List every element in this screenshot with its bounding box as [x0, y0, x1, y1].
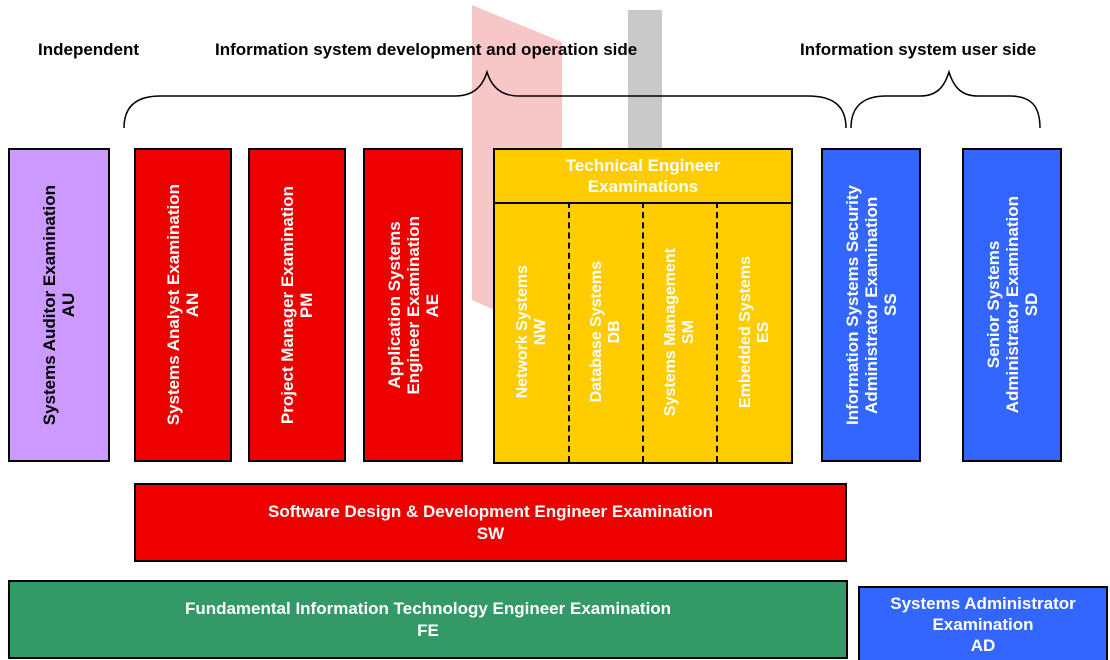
exam-sd-line1: Senior Systems	[983, 241, 1003, 369]
exam-sm-name: Systems Management	[662, 247, 679, 417]
exam-db-name: Database Systems	[588, 261, 605, 403]
exam-es-lane: Embedded Systems ES	[718, 202, 791, 462]
exam-sw-box: Software Design & Development Engineer E…	[134, 483, 847, 562]
exam-ss-line2: Administrator Examination	[861, 196, 881, 414]
exam-an-name: Systems Analyst Examination	[164, 184, 183, 426]
exam-au-code: AU	[59, 292, 78, 318]
exam-sd-box: Senior Systems Administrator Examination…	[962, 148, 1062, 462]
exam-ad-code: AD	[970, 635, 996, 655]
exam-pm-name: Project Manager Examination	[278, 185, 297, 425]
exam-ae-code: AE	[422, 293, 442, 317]
exam-sw-code: SW	[476, 523, 505, 543]
divider-1	[568, 202, 570, 462]
exam-ae-line2: Engineer Examination	[403, 215, 423, 395]
exam-db-lane: Database Systems DB	[570, 202, 642, 462]
exam-fe-box: Fundamental Information Technology Engin…	[8, 580, 848, 659]
brace-dev-ops	[123, 69, 847, 129]
header-independent: Independent	[38, 40, 140, 59]
exam-sd-code: SD	[1021, 293, 1041, 317]
technical-engineer-title: Technical Engineer Examinations	[495, 150, 791, 204]
exam-nw-code: NW	[531, 318, 549, 346]
exam-sm-code: SM	[680, 320, 697, 344]
exam-db-code: DB	[606, 320, 623, 344]
exam-nw-lane: Network Systems NW	[495, 202, 568, 462]
exam-sm-lane: Systems Management SM	[644, 202, 716, 462]
divider-3	[716, 202, 718, 462]
exam-ss-code: SS	[880, 293, 900, 317]
exam-ad-box: Systems Administrator Examination AD	[858, 586, 1108, 660]
exam-ss-box: Information Systems Security Administrat…	[821, 148, 921, 462]
exam-ae-box: Application Systems Engineer Examination…	[363, 148, 463, 462]
exam-an-box: Systems Analyst Examination AN	[134, 148, 232, 462]
exam-es-name: Embedded Systems	[736, 255, 754, 409]
exam-nw-name: Network Systems	[513, 265, 531, 399]
divider-2	[642, 202, 644, 462]
exam-an-code: AN	[183, 292, 202, 318]
brace-user-side	[850, 69, 1041, 129]
exam-ad-line1: Systems Administrator	[890, 593, 1076, 613]
exam-pm-code: PM	[297, 292, 316, 318]
exam-pm-box: Project Manager Examination PM	[248, 148, 346, 462]
header-dev-ops-side: Information system development and opera…	[215, 40, 638, 59]
exam-ad-line2: Examination	[932, 614, 1034, 634]
exam-es-code: ES	[754, 321, 772, 343]
exam-au-name: Systems Auditor Examination	[40, 184, 59, 426]
technical-engineer-group: Technical Engineer Examinations Network …	[493, 148, 793, 464]
exam-ss-line1: Information Systems Security	[842, 185, 862, 425]
exam-sw-name: Software Design & Development Engineer E…	[268, 501, 713, 521]
exam-ae-line1: Application Systems	[384, 221, 404, 389]
exam-fe-name: Fundamental Information Technology Engin…	[184, 598, 672, 618]
header-user-side: Information system user side	[800, 40, 1037, 59]
exam-fe-code: FE	[417, 620, 439, 640]
exam-au-box: Systems Auditor Examination AU	[8, 148, 110, 462]
exam-sd-line2: Administrator Examination	[1002, 196, 1022, 414]
